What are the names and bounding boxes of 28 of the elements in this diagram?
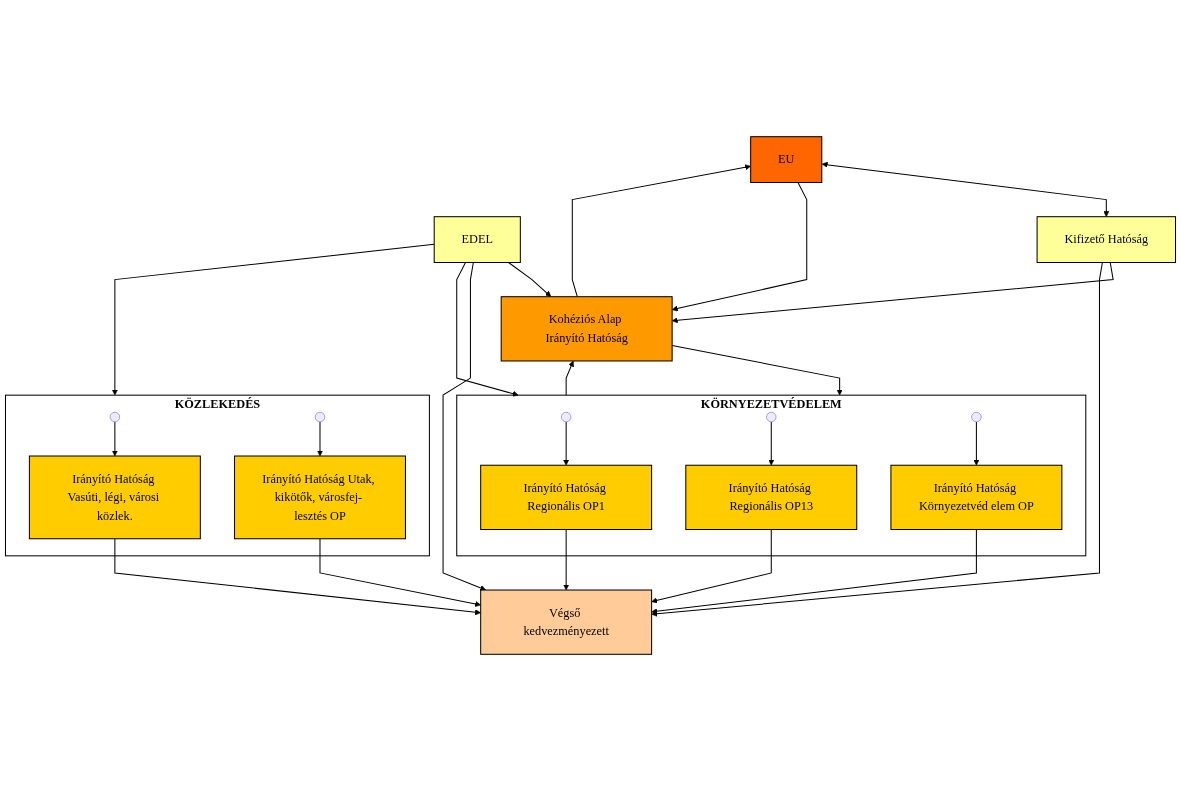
arrow [563,529,570,591]
node-box: Irányító Hatóság Regionális OP1 [480,464,653,531]
arrow [563,421,570,466]
arrow [651,529,977,615]
arrow [111,243,435,396]
arrow [111,421,118,457]
arrow [651,262,1103,617]
node-box: Végső kedvezményezett [480,589,653,655]
node-box: Irányító Hatóság Környezetvéd elem OP [890,464,1063,531]
node-box: Kohéziós Alap Irányító Hatóság [500,296,673,362]
arrow [456,262,519,397]
arrow [768,421,775,466]
arrow [114,538,481,616]
arrow [973,421,980,466]
node-box: Irányító Hatóság Vasúti, légi, városi közlek. [28,455,201,540]
node-box: Irányító Hatóság Regionális OP13 [685,464,858,531]
node-box: EDEL [433,216,521,264]
arrow [565,360,574,396]
arrow [317,421,323,457]
arrow [821,161,1110,217]
arrow [442,262,487,591]
node-box: EU [750,136,823,184]
arrow [508,262,552,297]
node-box: Irányító Hatóság Utak, kikötők, városfej- lesztés OP [234,455,406,540]
arrow [571,164,751,298]
arrow [319,538,481,607]
node-box: Kifizető Hatóság [1036,216,1177,264]
arrow [651,529,772,604]
